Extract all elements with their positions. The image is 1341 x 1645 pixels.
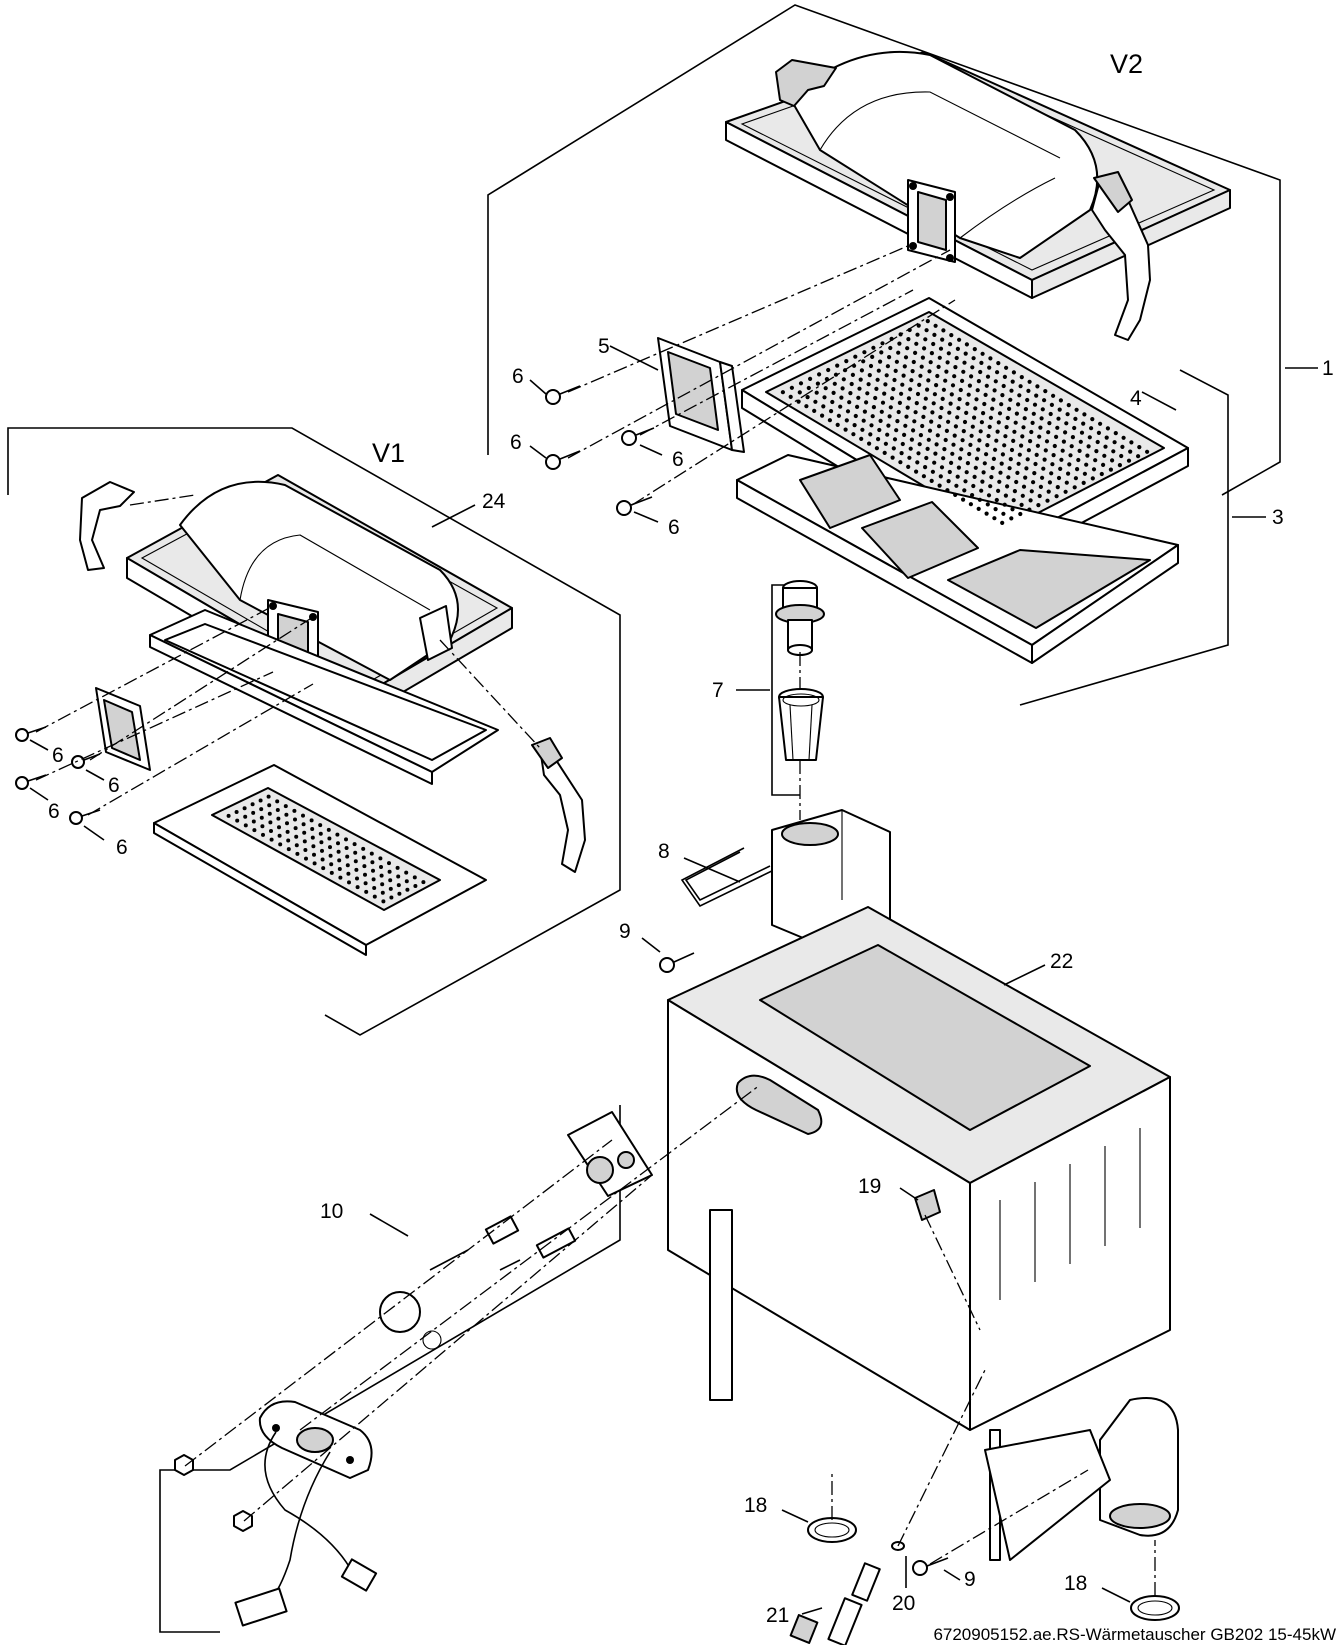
callout-18-right: 18	[1064, 1572, 1087, 1595]
screw-6-v1-d	[69, 809, 101, 825]
screw-6-v2-a	[545, 385, 581, 405]
temperature-sensor-21	[789, 1562, 881, 1645]
screw-9-bottom	[912, 1557, 949, 1576]
retaining-clip-8	[680, 847, 779, 908]
strainer-7	[778, 688, 824, 761]
mesh-tray-3	[736, 454, 1179, 664]
gasket-v1-small	[95, 687, 151, 771]
perforation-dots-v1	[226, 794, 426, 904]
leader-lines	[29, 345, 1318, 1615]
group-bracket-10	[159, 1105, 621, 1633]
callout-24: 24	[482, 490, 506, 513]
callout-9-bottom: 9	[964, 1568, 976, 1591]
group-bracket-v2	[487, 4, 1281, 496]
callout-6-v1-d: 6	[116, 836, 128, 859]
lid-clip-v2-right	[1091, 171, 1151, 341]
gasket-5	[657, 337, 745, 453]
sealing-ring-18-left	[807, 1517, 857, 1543]
assembly-axes	[35, 244, 1156, 1596]
flange-gasket	[258, 1400, 373, 1479]
callout-3: 3	[1272, 506, 1284, 529]
callout-6-v2-c: 6	[672, 448, 684, 471]
callout-4: 4	[1130, 387, 1142, 410]
perforated-plate-v1	[153, 764, 487, 956]
callout-6-v2-d: 6	[668, 516, 680, 539]
callout-21: 21	[766, 1604, 789, 1627]
callout-6-v2-b: 6	[510, 431, 522, 454]
sealing-ring-18-right	[1130, 1595, 1180, 1621]
callout-7: 7	[712, 679, 724, 702]
nut-a	[174, 1454, 194, 1476]
lid-clip-v2-left	[775, 59, 837, 107]
callout-6-v2-a: 6	[512, 365, 524, 388]
screw-9-top	[659, 952, 695, 973]
variant-label-v1: V1	[372, 438, 405, 468]
electrode-assembly-10	[379, 1111, 653, 1350]
callout-20: 20	[892, 1592, 915, 1615]
lid-clip-v1-right	[419, 605, 586, 873]
callout-9-top: 9	[619, 920, 631, 943]
callout-6-v1-b: 6	[108, 774, 120, 797]
variant-label-v2: V2	[1110, 49, 1143, 79]
ignition-cable	[234, 1431, 378, 1627]
cap-7	[775, 580, 825, 656]
callout-10: 10	[320, 1200, 343, 1223]
callout-18-left: 18	[744, 1494, 767, 1517]
plug-19	[914, 1189, 941, 1221]
drawing-code: 6720905152.ae.RS-Wärmetauscher GB202 15-…	[933, 1625, 1336, 1644]
callout-8: 8	[658, 840, 670, 863]
group-bracket-v1	[7, 427, 621, 1036]
callout-6-v1-c: 6	[48, 800, 60, 823]
perforation-dots-4	[780, 319, 1150, 526]
group-bracket-3	[1019, 369, 1229, 706]
nut-b	[233, 1510, 253, 1532]
callout-5: 5	[598, 335, 610, 358]
callout-6-v1-a: 6	[52, 744, 64, 767]
callout-1: 1	[1322, 357, 1334, 380]
callout-22: 22	[1050, 950, 1073, 973]
screw-6-v1-c	[15, 774, 47, 790]
heat-exchanger-22	[667, 809, 1179, 1561]
gasket-frame-v1	[149, 609, 499, 785]
callout-19: 19	[858, 1175, 881, 1198]
lid-clip-v1-left	[79, 481, 135, 571]
screw-6-v2-b	[545, 450, 581, 470]
